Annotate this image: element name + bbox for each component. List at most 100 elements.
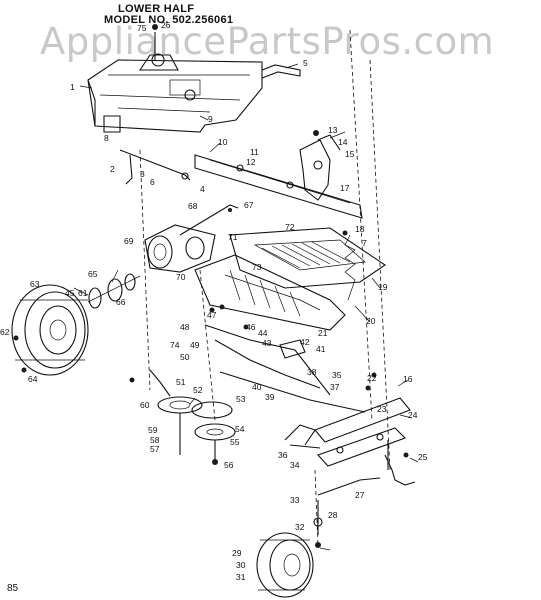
callout-27: 27 [355,490,365,500]
callout-12: 12 [246,157,256,167]
front-cross-member [194,154,363,219]
assembly-guide-lines [139,29,391,546]
leader-lines [73,63,419,551]
pulley-stack [149,369,236,465]
callout-33: 33 [290,495,300,505]
callout-23: 23 [377,404,387,414]
callout-42: 42 [300,337,310,347]
callout-37: 37 [330,382,340,392]
callout-22: 22 [367,373,377,383]
callout-60: 60 [140,400,150,410]
long-rod [219,371,366,413]
callout-74: 74 [170,340,180,350]
callout-15: 15 [345,149,355,159]
callout-9: 9 [208,114,213,124]
frame-plate [87,53,263,133]
callout-34: 34 [290,460,300,470]
rear-wheel [11,284,89,376]
callout-52: 52 [193,385,203,395]
linkage-rod [179,204,239,236]
callout-47: 47 [207,310,217,320]
tie-rod [313,477,381,548]
callout-18: 18 [355,224,365,234]
callout-70: 70 [176,272,186,282]
idler-bracket [144,224,216,273]
steering-column-parts [152,24,158,60]
hub-washers [87,273,141,309]
callout-29: 29 [232,548,242,558]
callout-32: 32 [295,522,305,532]
callout-14: 14 [338,137,348,147]
callout-6: 6 [150,177,155,187]
brake-linkage [204,307,331,396]
lower-pan [194,254,346,331]
callout-labels: 1 2 3 4 5 6 7 8 9 10 11 12 13 14 15 16 1… [0,20,428,582]
callout-38: 38 [307,367,317,377]
callout-50: 50 [180,352,190,362]
front-wheel [256,532,314,598]
callout-56: 56 [224,460,234,470]
callout-36: 36 [278,450,288,460]
callout-16: 16 [403,374,413,384]
callout-53: 53 [236,394,246,404]
callout-41: 41 [316,344,326,354]
callout-2: 2 [110,164,115,174]
callout-10: 10 [218,137,228,147]
callout-64: 64 [28,374,38,384]
callout-44: 44 [258,328,268,338]
callout-45: 45 [65,288,75,298]
deck-shield [229,227,386,289]
callout-46: 46 [246,322,256,332]
callout-35: 35 [332,370,342,380]
callout-43: 43 [262,338,272,348]
callout-68: 68 [188,201,198,211]
callout-21: 21 [318,328,328,338]
callout-51: 51 [176,377,186,387]
callout-62: 62 [0,327,10,337]
callout-13: 13 [328,125,338,135]
front-axle [314,397,411,467]
callout-26: 26 [161,20,171,30]
callout-3: 3 [140,169,145,179]
diagram-title: LOWER HALF [118,3,195,15]
steering-arm [284,424,321,449]
callout-61: 61 [78,288,88,298]
callout-72: 72 [285,222,295,232]
watermark: AppliancePartsPros.com [40,20,495,63]
shift-lever-rod [261,64,301,79]
callout-58: 58 [150,435,160,445]
callout-7: 7 [362,238,367,248]
callout-69: 69 [124,236,134,246]
callout-59: 59 [148,425,158,435]
callout-73: 73 [252,262,262,272]
drag-link-rods [119,149,191,185]
callout-55: 55 [230,437,240,447]
callout-20: 20 [366,316,376,326]
callout-65: 65 [88,269,98,279]
callout-40: 40 [252,382,262,392]
callout-67: 67 [244,200,254,210]
fasteners [13,230,409,458]
pedal-bracket [299,130,341,201]
page-code: 85 [7,583,19,594]
callout-17: 17 [340,183,350,193]
callout-19: 19 [378,282,388,292]
callout-49: 49 [190,340,200,350]
callout-48: 48 [180,322,190,332]
callout-25: 25 [418,452,428,462]
callout-8: 8 [104,133,109,143]
callout-71: 71 [228,232,238,242]
callout-1: 1 [70,82,75,92]
callout-75: 75 [137,23,147,33]
callout-66: 66 [116,297,126,307]
callout-39: 39 [265,392,275,402]
callout-31: 31 [236,572,246,582]
spring [344,234,356,301]
callout-63: 63 [30,279,40,289]
callout-11: 11 [250,147,259,157]
callout-4: 4 [200,184,205,194]
callout-24: 24 [408,410,418,420]
callout-5: 5 [303,58,308,68]
callout-28: 28 [328,510,338,520]
